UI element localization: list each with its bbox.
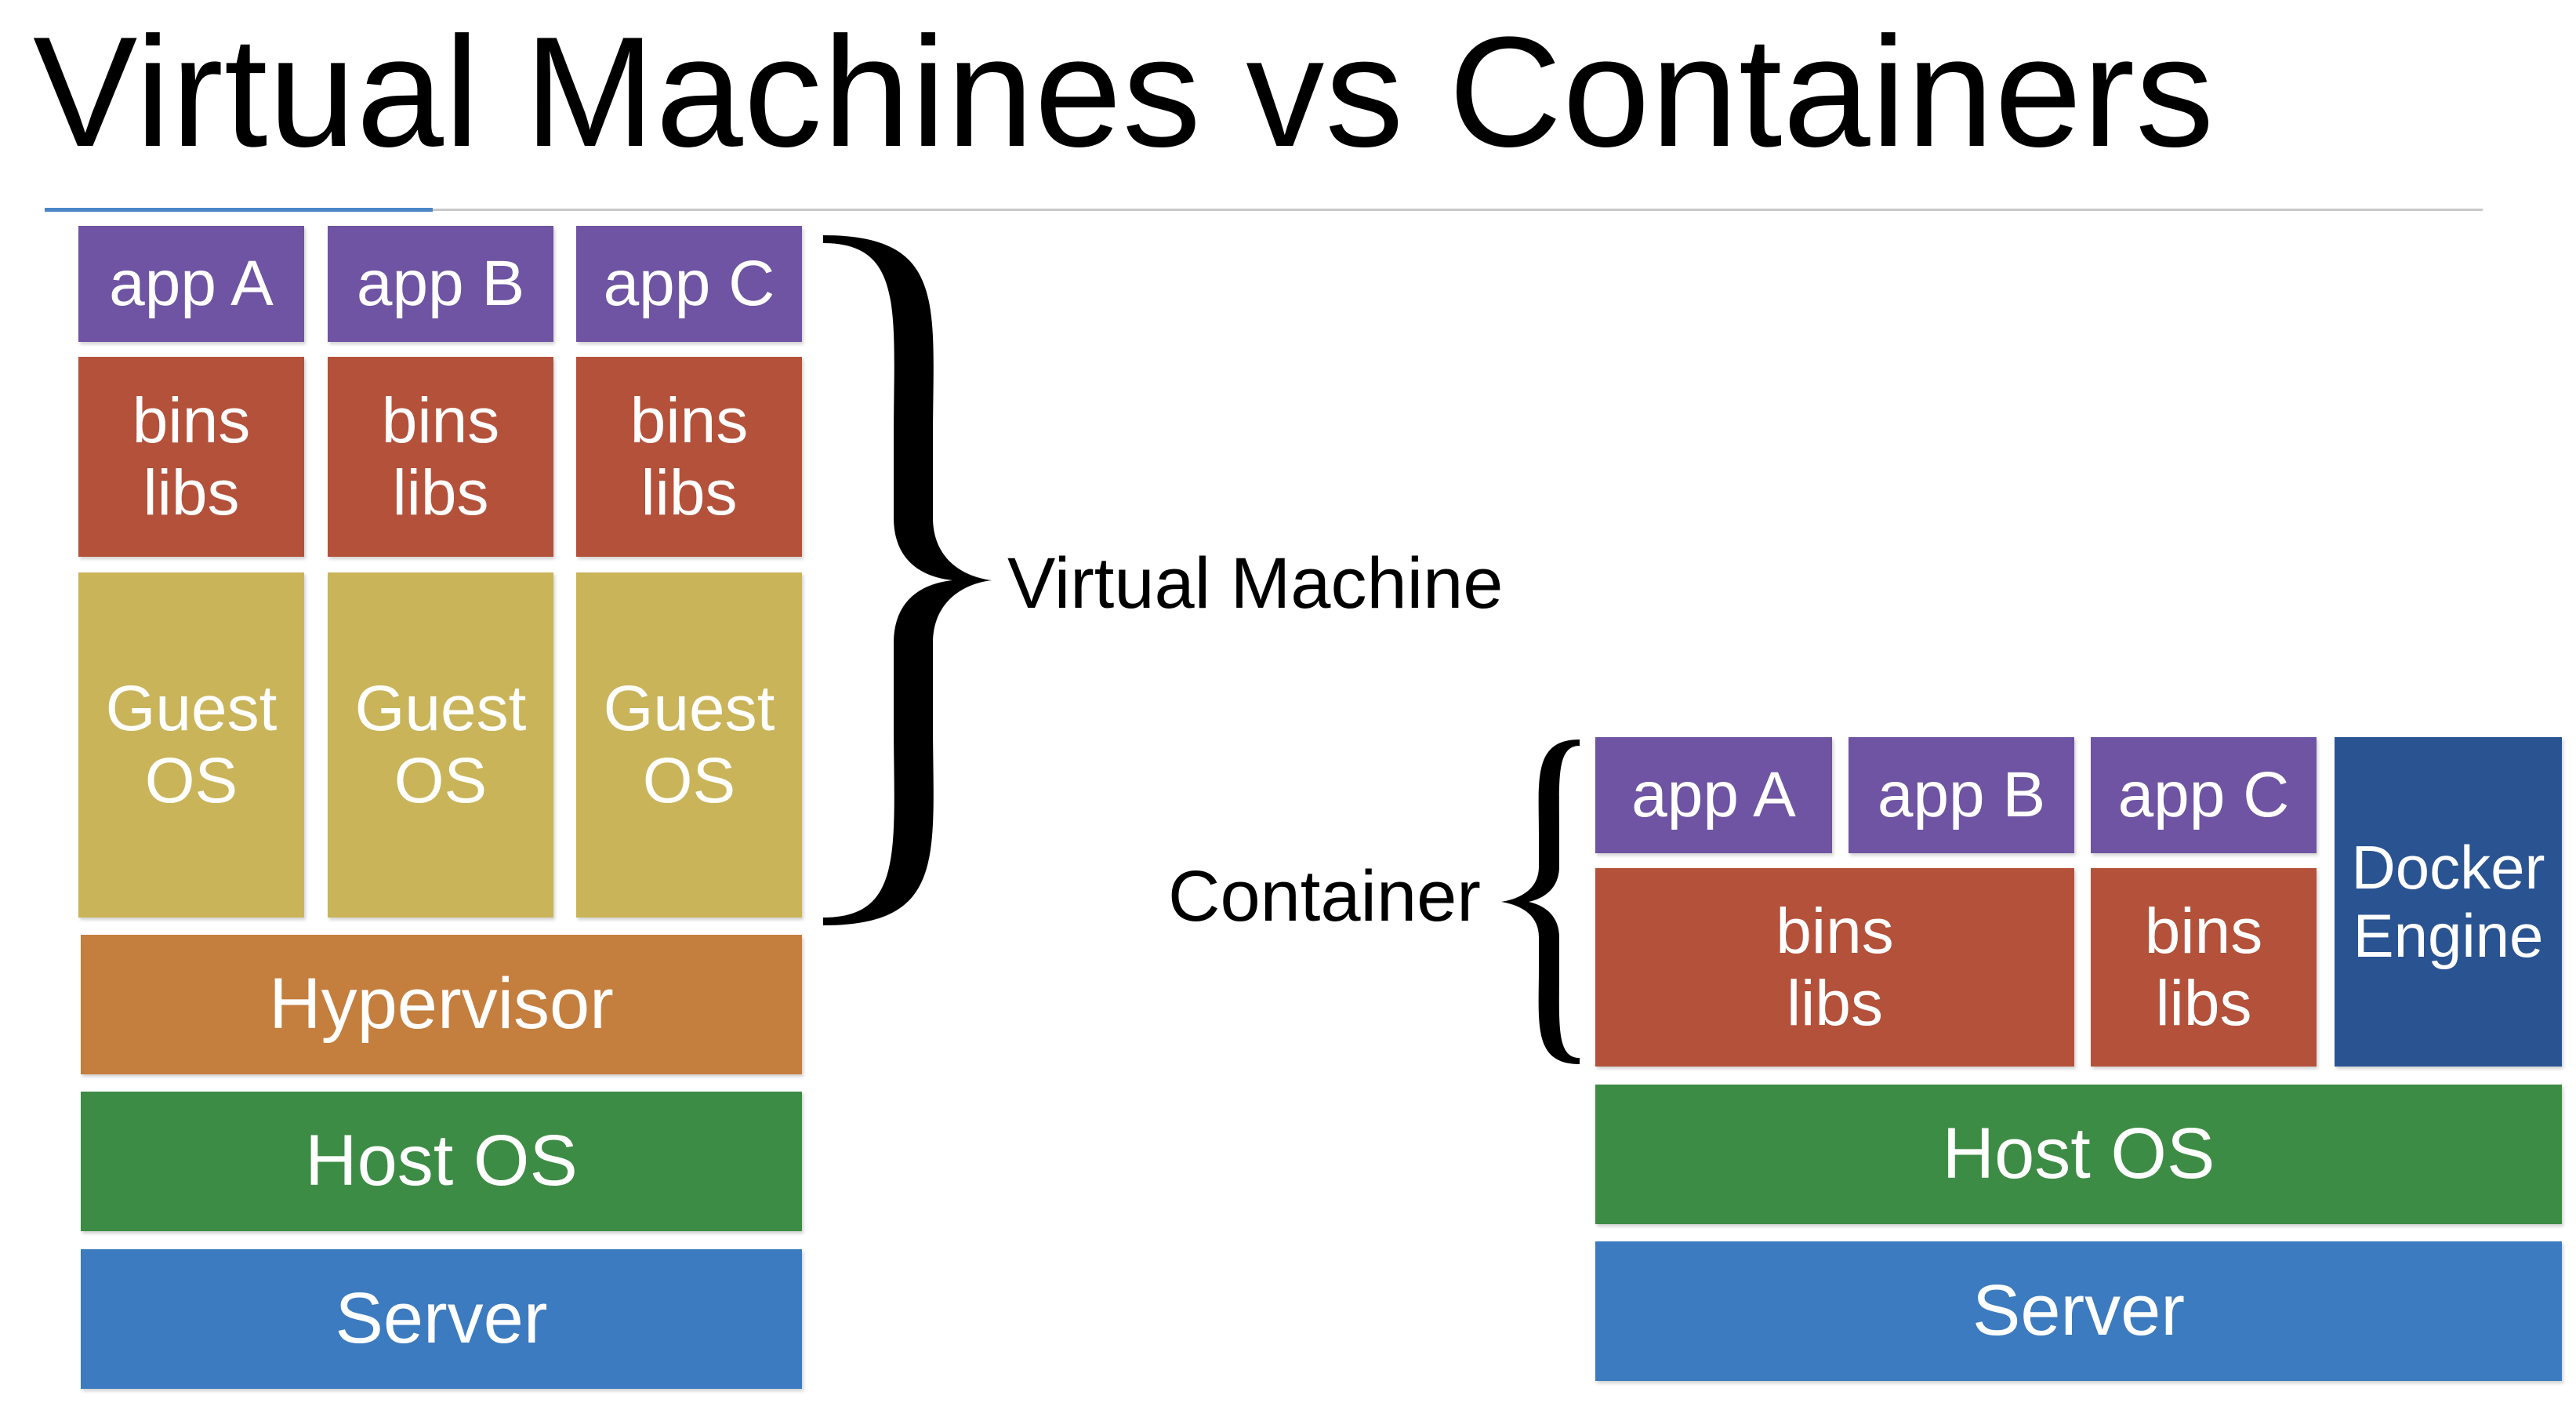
libs-label: libs bbox=[640, 456, 738, 529]
vm-app-c-block: app C bbox=[576, 226, 802, 342]
bins-label: bins bbox=[132, 384, 251, 456]
libs-label: libs bbox=[2155, 967, 2252, 1039]
virtual-machine-label: Virtual Machine bbox=[1007, 543, 1504, 623]
bins-label: bins bbox=[381, 384, 500, 456]
docker-engine-block: Docker Engine bbox=[2335, 737, 2562, 1067]
vm-app-b-block: app B bbox=[328, 226, 553, 342]
vm-guest-os-2: Guest OS bbox=[328, 572, 553, 918]
page-title: Virtual Machines vs Containers bbox=[33, 5, 2215, 180]
container-label: Container bbox=[1168, 856, 1481, 936]
vm-bins-libs-2: bins libs bbox=[328, 357, 553, 557]
container-app-b-block: app B bbox=[1849, 737, 2074, 853]
libs-label: libs bbox=[143, 456, 240, 529]
bins-label: bins bbox=[629, 384, 749, 456]
container-app-c-block: app C bbox=[2091, 737, 2317, 853]
os-label: OS bbox=[144, 745, 238, 816]
engine-label: Engine bbox=[2353, 901, 2544, 970]
guest-label: Guest bbox=[105, 673, 278, 745]
vm-app-a-label: app A bbox=[109, 248, 274, 320]
vm-server-block: Server bbox=[81, 1249, 802, 1389]
container-app-c-label: app C bbox=[2117, 759, 2290, 831]
vm-bins-libs-3: bins libs bbox=[576, 357, 802, 557]
vm-app-b-label: app B bbox=[356, 248, 525, 320]
container-host-os-block: Host OS bbox=[1595, 1085, 2562, 1224]
title-divider-accent bbox=[45, 208, 433, 212]
libs-label: libs bbox=[392, 456, 489, 529]
vm-curly-brace-icon bbox=[823, 235, 992, 925]
vm-host-os-block: Host OS bbox=[81, 1092, 802, 1231]
vm-guest-os-1: Guest OS bbox=[78, 572, 304, 918]
hypervisor-label: Hypervisor bbox=[269, 964, 614, 1045]
container-app-b-label: app B bbox=[1877, 759, 2046, 831]
host-os-label: Host OS bbox=[1942, 1114, 2215, 1194]
vm-app-a-block: app A bbox=[78, 226, 304, 342]
os-label: OS bbox=[642, 745, 736, 816]
docker-label: Docker bbox=[2351, 832, 2545, 902]
host-os-label: Host OS bbox=[305, 1121, 578, 1201]
vm-hypervisor-block: Hypervisor bbox=[81, 935, 802, 1074]
container-app-a-label: app A bbox=[1631, 759, 1796, 831]
server-label: Server bbox=[335, 1278, 548, 1359]
container-app-a-block: app A bbox=[1595, 737, 1832, 853]
vm-app-c-label: app C bbox=[603, 248, 775, 320]
guest-label: Guest bbox=[603, 673, 775, 745]
vm-bins-libs-1: bins libs bbox=[78, 357, 304, 557]
container-bins-libs-2: bins libs bbox=[2091, 868, 2317, 1067]
bins-label: bins bbox=[2144, 895, 2263, 967]
container-curly-brace-icon bbox=[1501, 740, 1580, 1064]
vm-guest-os-3: Guest OS bbox=[576, 572, 802, 918]
title-divider bbox=[45, 209, 2483, 211]
container-bins-libs-1: bins libs bbox=[1595, 868, 2074, 1067]
container-server-block: Server bbox=[1595, 1241, 2562, 1381]
libs-label: libs bbox=[1786, 967, 1884, 1039]
os-label: OS bbox=[394, 745, 488, 816]
server-label: Server bbox=[1972, 1270, 2185, 1351]
guest-label: Guest bbox=[354, 673, 527, 745]
bins-label: bins bbox=[1776, 895, 1894, 967]
